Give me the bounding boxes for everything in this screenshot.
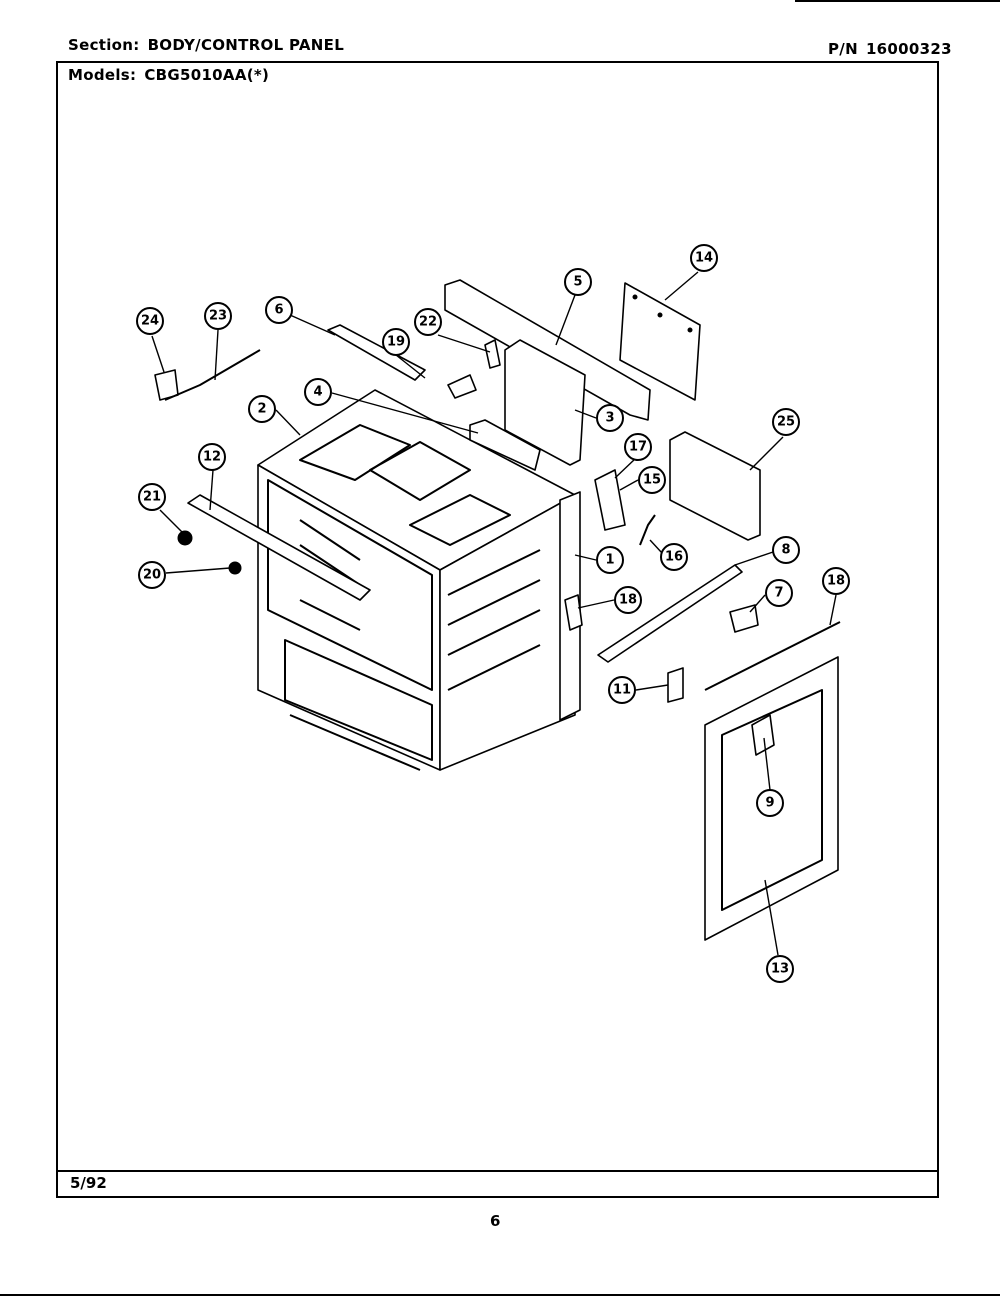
svg-text:24: 24	[141, 314, 159, 329]
section-title: Section: BODY/CONTROL PANEL	[68, 36, 344, 54]
svg-text:12: 12	[203, 450, 221, 465]
duct-part-3	[504, 339, 586, 466]
svg-text:20: 20	[143, 568, 161, 583]
svg-text:13: 13	[771, 962, 789, 977]
nut-part-21	[177, 530, 193, 546]
section-value: BODY/CONTROL PANEL	[147, 36, 345, 54]
page-number: 6	[490, 1212, 501, 1230]
callout-21: 21	[138, 483, 166, 511]
svg-text:16: 16	[665, 550, 683, 565]
callout-2: 2	[248, 395, 276, 423]
trim-strip-part-8	[597, 564, 743, 663]
callout-6: 6	[265, 296, 293, 324]
box-part-25	[669, 431, 761, 541]
svg-text:3: 3	[605, 411, 614, 426]
svg-text:23: 23	[209, 309, 227, 324]
models-value: CBG5010AA(*)	[144, 66, 270, 84]
callout-15: 15	[638, 466, 666, 494]
svg-text:17: 17	[629, 440, 647, 455]
handle-part-9	[751, 714, 775, 756]
rod-part-23	[164, 349, 261, 401]
callout-22: 22	[414, 308, 442, 336]
callout-8: 8	[772, 536, 800, 564]
leader-lines	[151, 271, 837, 956]
pn-value: 16000323	[865, 40, 952, 58]
hinge-part-18	[564, 594, 583, 631]
callout-18: 18	[614, 586, 642, 614]
svg-text:7: 7	[774, 586, 783, 601]
callout-19: 19	[382, 328, 410, 356]
bracket-part-22	[484, 339, 501, 369]
callout-12: 12	[198, 443, 226, 471]
callout-16: 16	[660, 543, 688, 571]
callout-25: 25	[772, 408, 800, 436]
callout-13: 13	[766, 955, 794, 983]
svg-text:18: 18	[827, 574, 845, 589]
callout-17: 17	[624, 433, 652, 461]
top-rule	[795, 0, 1000, 2]
footer-rule	[56, 1170, 939, 1172]
svg-text:15: 15	[643, 473, 661, 488]
callout-7: 7	[765, 579, 793, 607]
plate-part-11	[667, 667, 684, 703]
callout-4: 4	[304, 378, 332, 406]
svg-text:22: 22	[419, 315, 437, 330]
callout-1: 1	[596, 546, 624, 574]
models-label: Models:	[68, 66, 137, 84]
back-panel-part-14	[619, 282, 701, 401]
nut-part-20	[228, 561, 242, 575]
callout-9: 9	[756, 789, 784, 817]
svg-text:1: 1	[605, 553, 614, 568]
vent-part-4	[469, 419, 541, 471]
svg-text:14: 14	[695, 251, 713, 266]
svg-text:6: 6	[274, 303, 283, 318]
callout-11: 11	[608, 676, 636, 704]
bottom-rule	[0, 1294, 1000, 1296]
rod-part-18-right	[704, 621, 841, 691]
section-label: Section:	[68, 36, 140, 54]
bracket-part-6	[327, 324, 426, 381]
svg-text:18: 18	[619, 593, 637, 608]
oven-body	[257, 389, 576, 771]
models-line: Models: CBG5010AA(*)	[68, 66, 269, 84]
callout-5: 5	[564, 268, 592, 296]
svg-text:2: 2	[257, 402, 266, 417]
svg-text:5: 5	[573, 275, 582, 290]
wire-part-16	[639, 514, 656, 546]
switch-part-17	[594, 469, 626, 531]
control-panel-back	[444, 279, 651, 421]
clip-part-7	[729, 604, 759, 633]
callout-3: 3	[596, 404, 624, 432]
part-number: P/N 16000323	[828, 40, 952, 58]
svg-text:8: 8	[781, 543, 790, 558]
callout-24: 24	[136, 307, 164, 335]
svg-text:19: 19	[387, 335, 405, 350]
svg-text:9: 9	[765, 796, 774, 811]
svg-text:21: 21	[143, 490, 161, 505]
diagram-frame	[56, 61, 939, 1198]
pn-label: P/N	[828, 40, 858, 58]
clip-part-19	[447, 374, 477, 399]
callout-20: 20	[138, 561, 166, 589]
callout-23: 23	[204, 302, 232, 330]
svg-text:4: 4	[313, 385, 322, 400]
svg-text:25: 25	[777, 415, 795, 430]
callout-18-right: 18	[822, 567, 850, 595]
revision-date: 5/92	[70, 1174, 107, 1192]
svg-text:11: 11	[613, 683, 631, 698]
front-rail	[187, 494, 371, 601]
callout-14: 14	[690, 244, 718, 272]
